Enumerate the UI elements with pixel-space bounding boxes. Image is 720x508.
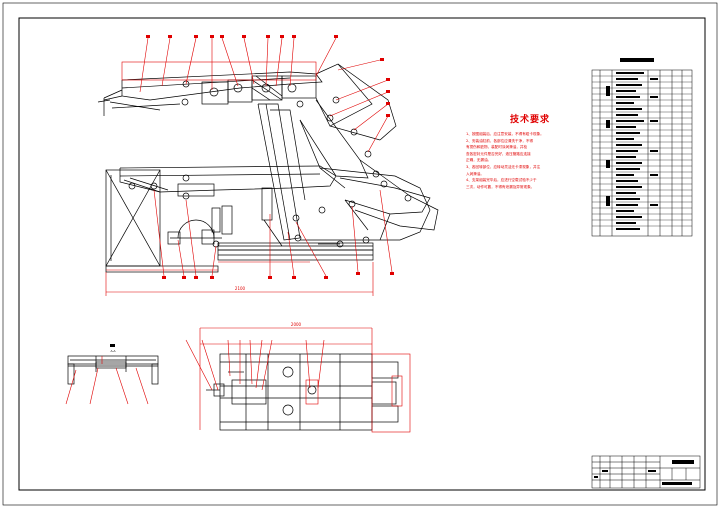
main-view-tag-marks [146, 35, 394, 279]
main-view-annotations [105, 37, 393, 296]
parts-list-rows [592, 75, 692, 227]
tech-note-line: 1、按图组装后，应注意安装，不得有碰卡现象。 [466, 132, 544, 136]
inner-border [18, 17, 706, 491]
main-width-dimension: 2100 [235, 286, 246, 291]
plan-width-dimension: 2000 [291, 322, 302, 327]
tech-note-line: 4、支架组装完毕后，应进行空载试验不少于 [466, 178, 537, 183]
tech-note-line: 正确，无漏油。 [466, 158, 492, 163]
parts-list-cell-marks [606, 58, 658, 230]
parts-list-table [591, 69, 693, 237]
technical-requirements-title: 技术要求 [509, 115, 550, 125]
plan-view-annotations [185, 327, 411, 433]
small-end-view [67, 355, 159, 385]
tech-note-line: 有损伤和脏物，装配时涂润滑油，并检 [466, 145, 528, 150]
tech-note-line: 入润滑油。 [466, 171, 484, 176]
plan-view [206, 353, 399, 431]
technical-requirements: 技术要求 1、按图组装后，应注意安装，不得有碰卡现象。 2、安装油缸前，各部位应… [466, 112, 594, 190]
tech-note-line: 2、安装油缸前，各部位应清洗干净，不得 [466, 138, 533, 143]
small-view-tag-mark [110, 344, 115, 347]
tech-note-line: 3、各回转部位，应转动灵活无卡滞现象，并注 [466, 164, 541, 169]
small-view-annotations [65, 356, 149, 405]
title-block-marks [594, 460, 694, 485]
tech-note-line: 查各密封元件是否完好，液压管路应连接 [466, 151, 531, 156]
small-view-tag: A-A [110, 349, 116, 353]
main-side-view [97, 63, 439, 273]
title-block [591, 455, 701, 489]
tech-note-line: 三次，动作可靠，不得有泄漏及异常现象。 [466, 184, 535, 189]
